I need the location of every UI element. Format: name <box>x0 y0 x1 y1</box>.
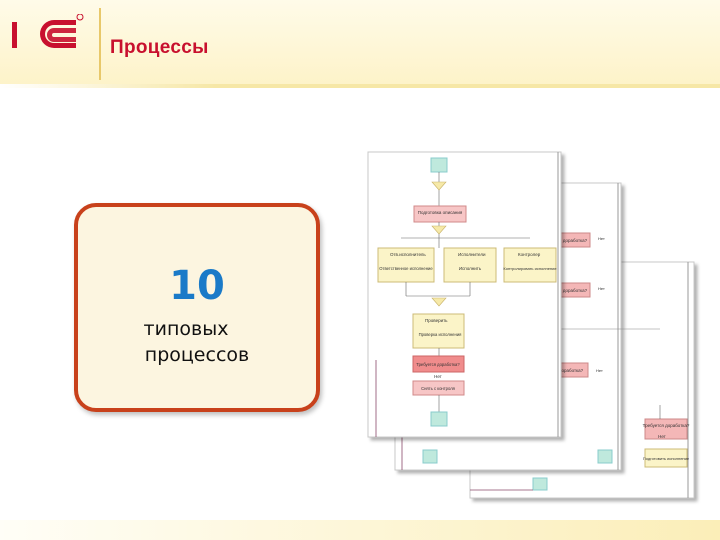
footer-band <box>0 520 720 540</box>
diagram-node-responsible <box>377 247 435 283</box>
svg-text:Контролировать исполнение: Контролировать исполнение <box>503 266 557 271</box>
svg-text:Подготовить исполнение: Подготовить исполнение <box>643 456 690 461</box>
card-text-line1: типовых <box>143 318 229 340</box>
diagram-back-decision <box>644 418 688 440</box>
svg-text:Требуется доработка?: Требуется доработка? <box>416 362 460 367</box>
diagram-node-check <box>412 313 465 349</box>
diagram-end <box>430 411 448 427</box>
diagram-middle-end-2 <box>597 449 613 464</box>
svg-text:Нет: Нет <box>598 236 605 241</box>
diagram-middle-end-1 <box>422 449 438 464</box>
diagram-back-task <box>644 448 688 468</box>
svg-text:Проверка исполнения: Проверка исполнения <box>419 332 462 337</box>
diagram-decision-rework <box>412 355 465 373</box>
diagram-task-remove-control <box>412 380 465 396</box>
svg-text:Проверить: Проверить <box>425 318 448 323</box>
svg-text:доработка?: доработка? <box>563 238 588 243</box>
svg-text:Нет: Нет <box>658 434 666 439</box>
process-count-card: 10 типовых процессов <box>74 203 320 412</box>
svg-text:Ответственное исполнение: Ответственное исполнение <box>379 266 433 271</box>
svg-text:Снять с контроля: Снять с контроля <box>421 386 455 391</box>
diagram-node-controller <box>503 247 557 283</box>
header-band <box>0 0 720 84</box>
svg-text:доработка?: доработка? <box>563 288 588 293</box>
svg-text:Нет: Нет <box>598 286 605 291</box>
svg-text:Нет: Нет <box>434 374 442 379</box>
1c-logo: 1С <box>12 14 84 48</box>
svg-text:Исполнить: Исполнить <box>459 266 482 271</box>
diagram-node-executors <box>443 247 497 283</box>
svg-text:Подготовка описания: Подготовка описания <box>418 210 463 215</box>
diagram-back-end <box>532 477 548 491</box>
svg-text:доработка?: доработка? <box>559 368 584 373</box>
process-count: 10 <box>169 263 225 309</box>
header-divider <box>0 84 720 88</box>
svg-text:Отв.исполнитель: Отв.исполнитель <box>390 252 426 257</box>
svg-text:Требуется доработка?: Требуется доработка? <box>643 423 690 428</box>
svg-text:Исполнители: Исполнители <box>458 252 486 257</box>
header-separator <box>99 8 101 80</box>
diagram-front-sheet: Подготовка описания Отв.исполнитель Отве… <box>367 151 562 438</box>
svg-text:Нет: Нет <box>596 368 603 373</box>
card-text-line2: процессов <box>144 344 250 366</box>
page-title: Процессы <box>110 37 209 58</box>
svg-text:Контролер: Контролер <box>518 252 541 257</box>
diagram-task-prepare <box>413 205 467 223</box>
diagram-start <box>430 157 448 173</box>
